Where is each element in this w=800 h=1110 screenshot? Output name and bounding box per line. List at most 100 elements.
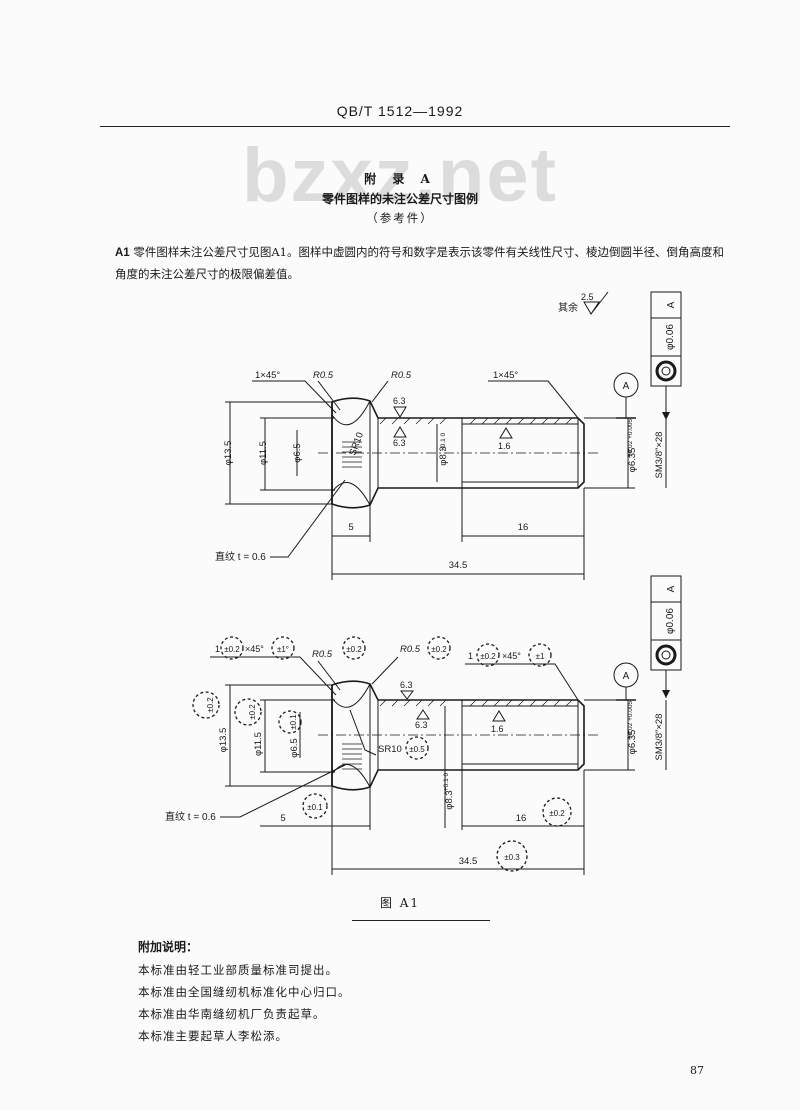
radius-right: R0.5 bbox=[391, 370, 412, 381]
paragraph-text: 零件图样未注公差尺寸见图A1。图样中虚圆内的符号和数字是表示该零件有关线性尺寸、… bbox=[115, 245, 724, 281]
note-item: 本标准主要起草人李松添。 bbox=[138, 1029, 288, 1043]
bottom-drawing: A φ0.06 A bbox=[165, 575, 682, 875]
chamfer-right-pre: 1 bbox=[468, 651, 473, 661]
tol-circle-r-right bbox=[427, 636, 451, 660]
datum-circle-label: A bbox=[623, 381, 630, 392]
tol-circle-len-34-5 bbox=[496, 840, 528, 872]
dim-dia-6-5-tol: ±0.1 bbox=[289, 714, 298, 730]
dim-dia-6-35-tol-2: +0.02 +0.005 bbox=[627, 700, 634, 739]
part-outline-2 bbox=[331, 680, 585, 791]
knurl-label: 直纹 t = 0.6 bbox=[215, 550, 266, 563]
appendix-label: 附 录 A bbox=[364, 172, 436, 186]
roughness-rest-label: 其余 bbox=[558, 301, 578, 314]
appendix-type: （参考件） bbox=[366, 211, 434, 225]
roughness-b: 6.3 bbox=[393, 438, 406, 448]
caption-rule bbox=[352, 920, 490, 921]
sphere-radius-tol: ±0.5 bbox=[409, 745, 425, 754]
dim-len-34-5: 34.5 bbox=[449, 560, 468, 571]
watermark: bzxz.net bbox=[242, 133, 558, 218]
dim-len-34-5-2: 34.5 bbox=[459, 856, 478, 867]
roughness-rest-value: 2.5 bbox=[581, 292, 594, 302]
dim-len-5-tol: ±0.1 bbox=[307, 803, 323, 812]
tol-circle-dia-11-5 bbox=[234, 698, 262, 726]
chamfer-left-pre: 1 bbox=[215, 644, 220, 654]
tol-circle-r-left bbox=[342, 636, 366, 660]
chamfer-right-tol: ±0.2 bbox=[480, 652, 496, 661]
dim-dia-11-5-tol: ±0.2 bbox=[248, 704, 257, 720]
dim-thread: SM3/8"×28 bbox=[654, 432, 665, 479]
roughness-a-2: 6.3 bbox=[400, 680, 413, 690]
dim-dia-11-5-2: φ11.5 bbox=[253, 732, 264, 756]
dim-len-5: 5 bbox=[348, 522, 353, 533]
chamfer-right: 1×45° bbox=[493, 370, 518, 381]
intro-paragraph: A1 零件图样未注公差尺寸见图A1。图样中虚圆内的符号和数字是表示该零件有关线性… bbox=[115, 242, 735, 285]
dim-dia-8-3: φ8.3 bbox=[438, 446, 449, 465]
roughness-c-2: 1.6 bbox=[491, 724, 504, 734]
concentricity-inner-icon bbox=[661, 366, 671, 376]
dim-dia-6-5-2: φ6.5 bbox=[289, 738, 300, 757]
chamfer-left-tol: ±0.2 bbox=[224, 645, 240, 654]
datum-circle-label-2: A bbox=[623, 671, 630, 682]
chamfer-right-mid: ×45° bbox=[502, 651, 521, 661]
paragraph-number: A1 bbox=[115, 247, 130, 259]
tol-circle-angle-right bbox=[528, 643, 552, 667]
dim-dia-11-5: φ11.5 bbox=[258, 441, 269, 465]
dim-dia-13-5: φ13.5 bbox=[223, 441, 234, 466]
tol-circle-len-16 bbox=[542, 797, 572, 827]
chamfer-left: 1×45° bbox=[255, 370, 280, 381]
dim-len-34-5-tol: ±0.3 bbox=[504, 853, 520, 862]
tol-circle-dia-6-5 bbox=[278, 710, 302, 734]
top-drawing: 其余 2.5 A φ0.06 A bbox=[215, 291, 682, 580]
chamfer-left-angle: ±1° bbox=[277, 645, 289, 654]
radius-left-tol: ±0.2 bbox=[346, 645, 362, 654]
tolerance-datum-2: A bbox=[666, 585, 677, 592]
note-item: 本标准由全国缝纫机标准化中心归口。 bbox=[138, 985, 351, 999]
dim-dia-6-35-tol: +0.02 +0.005 bbox=[627, 418, 634, 457]
sphere-radius-2: SR10 bbox=[378, 744, 402, 755]
part-outline bbox=[331, 397, 585, 509]
radius-right-tol: ±0.2 bbox=[431, 645, 447, 654]
roughness-a: 6.3 bbox=[393, 396, 406, 406]
tolerance-value-2: φ0.06 bbox=[665, 608, 676, 634]
page-number: 87 bbox=[690, 1064, 704, 1077]
radius-left: R0.5 bbox=[313, 370, 334, 381]
roughness-b-2: 6.3 bbox=[415, 720, 428, 730]
figure-caption: 图 A1 bbox=[379, 896, 421, 910]
standard-header: QB/T 1512—1992 bbox=[336, 103, 464, 119]
dim-dia-6-35-2: φ6.35 bbox=[627, 730, 638, 755]
dim-dia-13-5-2: φ13.5 bbox=[218, 728, 229, 753]
roughness-c: 1.6 bbox=[498, 441, 511, 451]
appendix-title: 零件图样的未注公差尺寸图例 bbox=[321, 192, 478, 206]
tol-circle-chamfer-left bbox=[220, 636, 244, 660]
chamfer-right-angle: ±1 bbox=[536, 652, 545, 661]
tolerance-datum: A bbox=[666, 301, 677, 308]
tol-circle-len-5 bbox=[302, 793, 328, 819]
dim-dia-8-3-2: φ8.3 bbox=[444, 790, 455, 809]
note-item: 本标准由轻工业部质量标准司提出。 bbox=[138, 963, 338, 977]
dim-dia-8-3-tol-2: +0.1 0 bbox=[443, 772, 450, 791]
knurl-label-2: 直纹 t = 0.6 bbox=[165, 810, 216, 823]
dim-dia-8-3-tol: +0.1 0 bbox=[440, 432, 447, 451]
tolerance-value: φ0.06 bbox=[665, 324, 676, 350]
concentricity-icon bbox=[655, 360, 677, 382]
header-rule bbox=[100, 126, 730, 127]
dim-dia-6-5: φ6.5 bbox=[292, 443, 303, 462]
note-item: 本标准由华南缝纫机厂负责起草。 bbox=[138, 1007, 326, 1021]
dim-dia-6-35: φ6.35 bbox=[627, 448, 638, 473]
dim-len-16-tol: ±0.2 bbox=[549, 809, 565, 818]
tol-circle-dia-13-5 bbox=[192, 691, 220, 719]
dim-thread-2: SM3/8"×28 bbox=[654, 714, 665, 761]
tol-circle-angle-left bbox=[271, 636, 295, 660]
dim-len-5-2: 5 bbox=[280, 813, 285, 824]
tol-circle-sr bbox=[405, 736, 429, 760]
dim-dia-13-5-tol: ±0.2 bbox=[206, 697, 215, 713]
tol-circle-chamfer-right bbox=[476, 643, 500, 667]
radius-left-2: R0.5 bbox=[312, 649, 333, 660]
concentricity-icon-2 bbox=[655, 644, 677, 666]
dim-len-16-2: 16 bbox=[516, 813, 527, 824]
roughness-symbol bbox=[583, 291, 609, 315]
dim-len-16: 16 bbox=[518, 522, 529, 533]
notes-heading: 附加说明： bbox=[138, 940, 199, 954]
radius-right-2: R0.5 bbox=[400, 644, 421, 655]
